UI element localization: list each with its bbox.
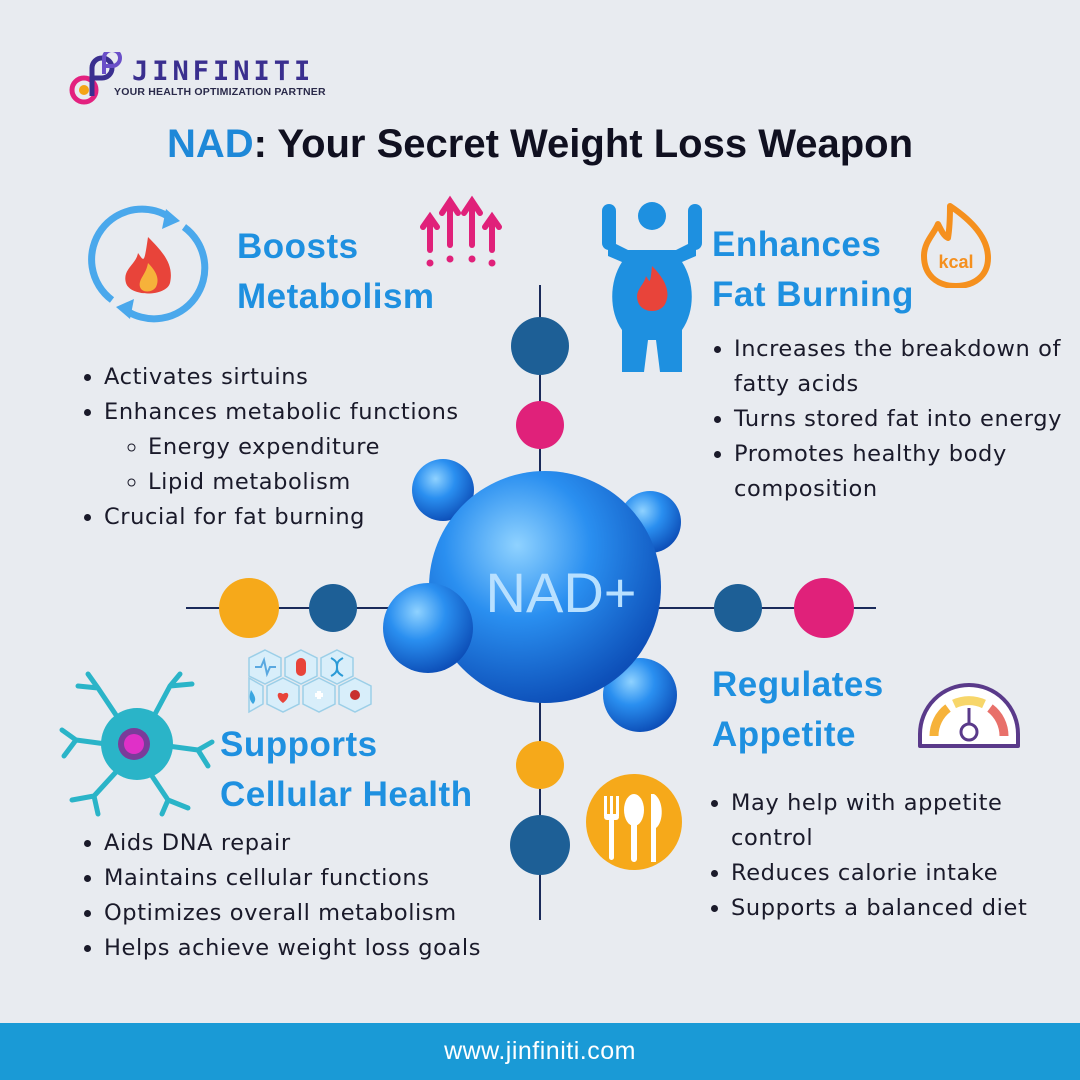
dot-navy-top [511, 317, 569, 375]
metabolism-sublist: Energy expenditure Lipid metabolism [104, 430, 544, 500]
brand-logo: JINFINITI YOUR HEALTH OPTIMIZATION PARTN… [66, 52, 326, 108]
dot-navy-bottom [510, 815, 570, 875]
dot-pink-top [516, 401, 564, 449]
fat-heading-line2: Fat Burning [712, 275, 914, 314]
metabolism-heading: Boosts Metabolism [237, 222, 497, 322]
list-item: Optimizes overall metabolism [104, 896, 534, 931]
refresh-fire-icon [88, 205, 209, 323]
gauge-icon [918, 683, 1020, 748]
list-item: Turns stored fat into energy [734, 402, 1079, 437]
dot-navy-right [714, 584, 762, 632]
list-item: Enhances metabolic functions Energy expe… [104, 395, 544, 500]
molecule-small-bottom-right [603, 658, 677, 732]
sublist-item: Energy expenditure [148, 430, 544, 465]
center-label: NAD+ [486, 561, 637, 624]
footer-url[interactable]: www.jinfiniti.com [0, 1023, 1080, 1080]
brand-name: JINFINITI [132, 56, 315, 87]
appetite-heading: Regulates Appetite [712, 660, 942, 760]
list-item: Maintains cellular functions [104, 861, 534, 896]
cellular-health-heading: Supports Cellular Health [220, 720, 550, 820]
list-item: Reduces calorie intake [731, 856, 1080, 891]
dot-navy-left [309, 584, 357, 632]
list-item: Crucial for fat burning [104, 500, 544, 535]
page-title: NAD: Your Secret Weight Loss Weapon [0, 122, 1080, 167]
appetite-heading-line1: Regulates [712, 665, 884, 704]
fat-burning-list: Increases the breakdown of fatty acids T… [708, 332, 1079, 507]
health-hexagons-icon [248, 649, 372, 714]
cellular-health-list: Aids DNA repair Maintains cellular funct… [78, 826, 534, 966]
list-item: May help with appetite control [731, 786, 1080, 856]
cutlery-icon [586, 774, 682, 870]
dot-orange-left [219, 578, 279, 638]
kcal-label: kcal [938, 252, 973, 272]
arrows-up-icon [420, 195, 502, 267]
appetite-heading-line2: Appetite [712, 715, 856, 754]
body-fire-icon [602, 202, 702, 372]
list-item-text: Enhances metabolic functions [104, 399, 459, 425]
metabolism-heading-line1: Boosts [237, 227, 359, 266]
list-item: Increases the breakdown of fatty acids [734, 332, 1079, 402]
neuron-icon [59, 671, 215, 817]
molecule-small-top-left [412, 459, 474, 521]
metabolism-heading-line2: Metabolism [237, 277, 435, 316]
sublist-item: Lipid metabolism [148, 465, 544, 500]
title-rest: : Your Secret Weight Loss Weapon [253, 122, 914, 166]
metabolism-list: Activates sirtuins Enhances metabolic fu… [78, 360, 544, 535]
list-item: Helps achieve weight loss goals [104, 931, 534, 966]
list-item: Supports a balanced diet [731, 891, 1080, 926]
cellular-heading-line1: Supports [220, 725, 378, 764]
dot-orange-bottom [516, 741, 564, 789]
title-highlight: NAD [166, 122, 254, 166]
list-item: Activates sirtuins [104, 360, 544, 395]
dot-pink-right [794, 578, 854, 638]
logo-mark-icon [69, 52, 122, 105]
brand-tagline: YOUR HEALTH OPTIMIZATION PARTNER [114, 86, 326, 98]
list-item: Aids DNA repair [104, 826, 534, 861]
molecule-medium-left [383, 583, 473, 673]
list-item: Promotes healthy body composition [734, 437, 1079, 507]
cellular-heading-line2: Cellular Health [220, 775, 473, 814]
fat-burning-heading: Enhances Fat Burning [712, 220, 1012, 320]
kcal-flame-icon: kcal [921, 203, 991, 288]
appetite-list: May help with appetite control Reduces c… [705, 786, 1080, 926]
molecule-core [429, 471, 661, 703]
fat-heading-line1: Enhances [712, 225, 882, 264]
